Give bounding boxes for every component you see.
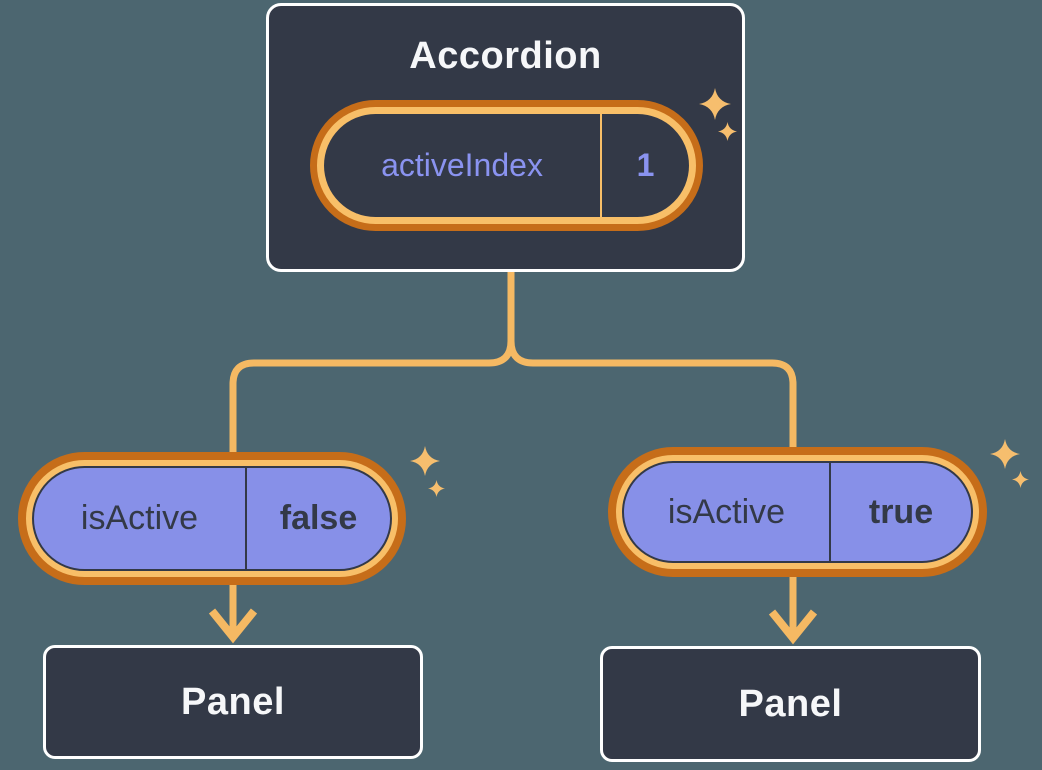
sparkle-icon (718, 122, 737, 141)
accordion-card-title: Accordion (409, 35, 602, 77)
arrow-down-right-icon (768, 609, 818, 645)
prop-pill-isactive-true: isActive true (608, 447, 987, 577)
prop-pill-body: isActive false (32, 466, 392, 571)
state-pill-label: activeIndex (381, 147, 543, 183)
sparkle-icon (990, 439, 1020, 469)
prop-pill-divider (245, 468, 247, 569)
state-pill-value: 1 (636, 147, 655, 183)
panel-card-label: Panel (181, 680, 285, 723)
prop-pill-label: isActive (667, 492, 786, 531)
prop-pill-isactive-false: isActive false (18, 452, 406, 585)
state-pill-body: activeIndex 1 (324, 114, 689, 217)
connector-branch-left (229, 340, 515, 468)
prop-pill-body: isActive true (622, 461, 973, 563)
arrow-down-left-icon (208, 608, 258, 644)
sparkle-icon (699, 88, 731, 120)
panel-card-left: Panel (43, 645, 423, 759)
sparkle-icon (410, 446, 440, 476)
connector-branch-right (507, 340, 797, 462)
panel-card-right: Panel (600, 646, 981, 762)
sparkle-icon (1012, 471, 1029, 488)
state-pill-activeindex: activeIndex 1 (310, 100, 703, 231)
sparkle-icon (428, 480, 445, 497)
state-pill-divider (600, 114, 602, 217)
prop-pill-divider (829, 463, 831, 561)
prop-pill-value: true (868, 492, 934, 531)
prop-pill-value: false (279, 499, 358, 537)
prop-pill-label: isActive (80, 499, 199, 537)
panel-card-label: Panel (738, 682, 843, 725)
